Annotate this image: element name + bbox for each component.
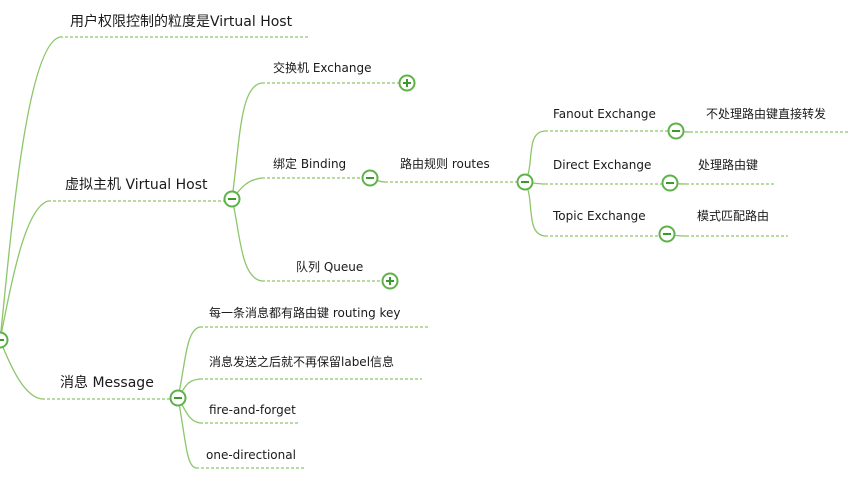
connectors bbox=[0, 36, 691, 469]
connector-msg-routing-key bbox=[177, 326, 201, 399]
connector-routes-topic bbox=[524, 181, 546, 237]
node-routes[interactable]: 路由规则 routes bbox=[400, 157, 490, 171]
minus-circle-icon[interactable] bbox=[658, 225, 676, 243]
node-direct-exchange[interactable]: Direct Exchange bbox=[553, 158, 652, 172]
node-no-label-info[interactable]: 消息发送之后就不再保留label信息 bbox=[209, 355, 395, 369]
node-routing-key[interactable]: 每一条消息都有路由键 routing key bbox=[209, 306, 401, 320]
node-fire-and-forget[interactable]: fire-and-forget bbox=[209, 403, 296, 417]
connector-msg-one-directional bbox=[177, 397, 197, 469]
minus-circle-icon[interactable] bbox=[169, 389, 187, 407]
plus-circle-icon[interactable] bbox=[398, 74, 416, 92]
node-queue[interactable]: 队列 Queue bbox=[296, 260, 364, 274]
minus-circle-icon[interactable] bbox=[667, 122, 685, 140]
node-permission-granularity[interactable]: 用户权限控制的粒度是Virtual Host bbox=[70, 14, 293, 30]
underlines bbox=[42, 36, 849, 469]
node-message[interactable]: 消息 Message bbox=[60, 375, 154, 391]
node-topic-description[interactable]: 模式匹配路由 bbox=[697, 209, 770, 223]
node-one-directional[interactable]: one-directional bbox=[206, 448, 296, 462]
node-direct-description[interactable]: 处理路由键 bbox=[698, 158, 759, 172]
node-binding[interactable]: 绑定 Binding bbox=[273, 157, 347, 171]
connector-root-permission bbox=[0, 36, 61, 341]
minus-circle-icon[interactable] bbox=[0, 331, 9, 349]
node-fanout-exchange[interactable]: Fanout Exchange bbox=[553, 107, 656, 121]
minus-circle-icon[interactable] bbox=[223, 190, 241, 208]
plus-circle-icon[interactable] bbox=[381, 272, 399, 290]
node-fanout-description[interactable]: 不处理路由键直接转发 bbox=[706, 107, 827, 121]
minus-circle-icon[interactable] bbox=[661, 174, 679, 192]
minus-circle-icon[interactable] bbox=[361, 169, 379, 187]
node-exchange[interactable]: 交换机 Exchange bbox=[273, 61, 372, 75]
node-topic-exchange[interactable]: Topic Exchange bbox=[553, 209, 646, 223]
connector-vh-queue bbox=[231, 198, 263, 282]
connector-vh-exchange bbox=[231, 82, 263, 200]
minus-circle-icon[interactable] bbox=[516, 173, 534, 191]
node-virtual-host[interactable]: 虚拟主机 Virtual Host bbox=[65, 177, 208, 193]
connector-root-virtual-host bbox=[0, 200, 49, 341]
connector-root-message bbox=[0, 339, 43, 400]
